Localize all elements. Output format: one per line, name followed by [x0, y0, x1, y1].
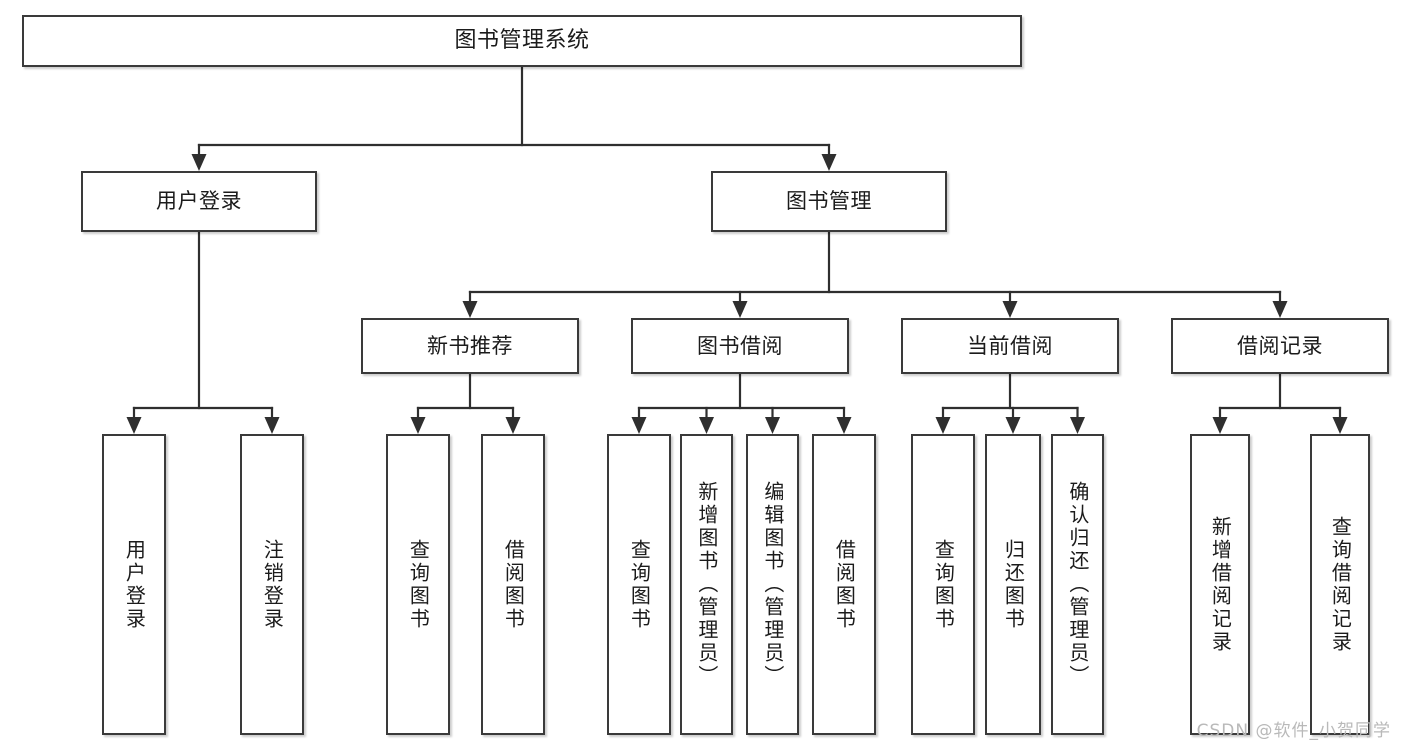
node-box-root[interactable]: 图书管理系统 [22, 15, 1022, 67]
node-label-bw-add: 新增图书（管理员） [694, 481, 719, 688]
node-box-bw-edit[interactable]: 编辑图书（管理员） [746, 434, 799, 735]
node-box-current[interactable]: 当前借阅 [901, 318, 1119, 374]
connector-arrowhead [631, 417, 647, 434]
node-label-l-out: 注销登录 [260, 538, 285, 631]
node-label-borrow: 图书借阅 [697, 333, 783, 358]
node-label-bw-borrow: 借阅图书 [832, 538, 857, 631]
node-label-bw-query: 查询图书 [627, 538, 652, 631]
node-box-borrow[interactable]: 图书借阅 [631, 318, 849, 374]
node-label-cb-query: 查询图书 [931, 538, 956, 631]
connector-arrowhead [191, 154, 207, 171]
node-label-current: 当前借阅 [967, 333, 1053, 358]
node-label-cb-confirm: 确认归还（管理员） [1065, 481, 1090, 688]
node-label-bookmgmt: 图书管理 [786, 189, 872, 214]
node-label-root: 图书管理系统 [454, 28, 590, 54]
node-box-bw-query[interactable]: 查询图书 [607, 434, 671, 735]
node-label-login: 用户登录 [156, 189, 242, 214]
node-label-l-in: 用户登录 [122, 538, 147, 631]
node-box-newbook[interactable]: 新书推荐 [361, 318, 579, 374]
connector-arrowhead [732, 301, 748, 318]
node-label-nb-query: 查询图书 [406, 538, 431, 631]
node-box-rc-query[interactable]: 查询借阅记录 [1310, 434, 1370, 735]
node-box-rc-add[interactable]: 新增借阅记录 [1190, 434, 1250, 735]
node-box-cb-return[interactable]: 归还图书 [985, 434, 1041, 735]
node-label-bw-edit: 编辑图书（管理员） [760, 481, 785, 688]
node-box-bw-borrow[interactable]: 借阅图书 [812, 434, 876, 735]
connector-arrowhead [836, 417, 852, 434]
connector-arrowhead [1005, 417, 1021, 434]
connector-arrowhead [699, 417, 714, 434]
node-box-cb-query[interactable]: 查询图书 [911, 434, 975, 735]
connector-arrowhead [935, 417, 951, 434]
connector-arrowhead [126, 417, 142, 434]
node-box-nb-borrow[interactable]: 借阅图书 [481, 434, 545, 735]
node-box-bookmgmt[interactable]: 图书管理 [711, 171, 947, 232]
connector-arrowhead [821, 154, 837, 171]
node-box-records[interactable]: 借阅记录 [1171, 318, 1389, 374]
connector-arrowhead [765, 417, 780, 434]
node-label-cb-return: 归还图书 [1001, 538, 1026, 631]
connector-arrowhead [1332, 417, 1348, 434]
node-label-rc-add: 新增借阅记录 [1208, 515, 1233, 654]
node-label-records: 借阅记录 [1237, 333, 1323, 358]
node-box-l-in[interactable]: 用户登录 [102, 434, 166, 735]
connector-arrowhead [410, 417, 426, 434]
connector-arrowhead [1212, 417, 1228, 434]
connector-arrowhead [1272, 301, 1288, 318]
node-label-newbook: 新书推荐 [427, 333, 513, 358]
node-box-bw-add[interactable]: 新增图书（管理员） [680, 434, 733, 735]
node-box-login[interactable]: 用户登录 [81, 171, 317, 232]
node-label-nb-borrow: 借阅图书 [501, 538, 526, 631]
connector-arrowhead [462, 301, 478, 318]
connector-arrowhead [1070, 417, 1085, 434]
watermark-text: CSDN @软件_小贺同学 [1196, 721, 1391, 741]
node-box-nb-query[interactable]: 查询图书 [386, 434, 450, 735]
connector-arrowhead [1002, 301, 1018, 318]
connector-arrowhead [264, 417, 280, 434]
node-box-l-out[interactable]: 注销登录 [240, 434, 304, 735]
connector-arrowhead [505, 417, 521, 434]
node-box-cb-confirm[interactable]: 确认归还（管理员） [1051, 434, 1104, 735]
node-label-rc-query: 查询借阅记录 [1328, 515, 1353, 654]
